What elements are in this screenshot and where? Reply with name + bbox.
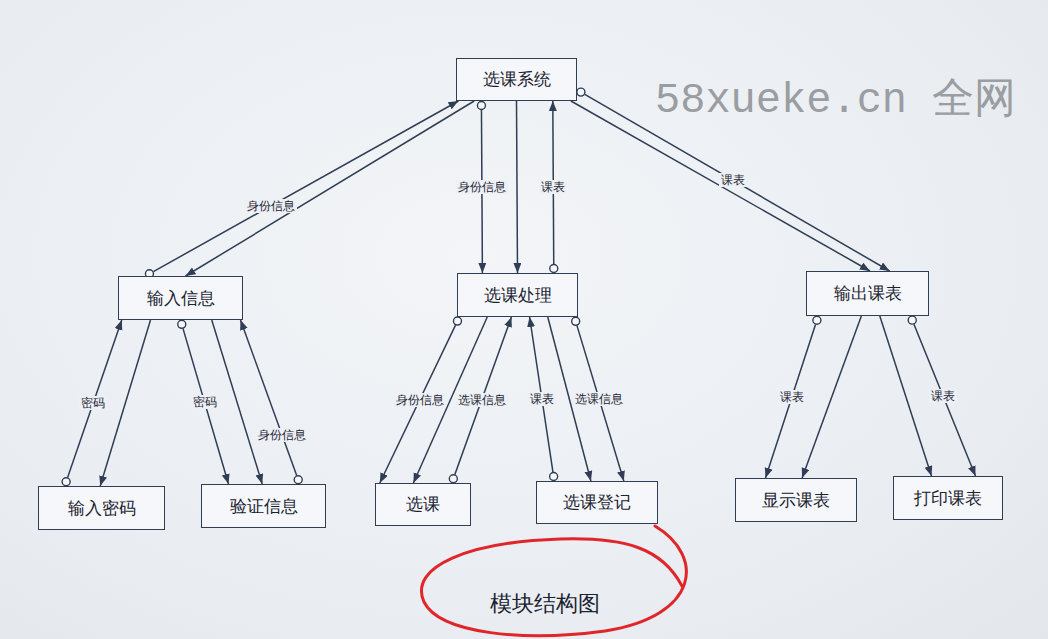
module-box: 选课 [375, 483, 471, 526]
module-box: 输入信息 [118, 276, 243, 320]
couple-label: 身份信息 [256, 428, 308, 442]
module-name: 选课 [406, 493, 440, 516]
module-name: 选课处理 [484, 284, 552, 307]
couple-label: 选课信息 [573, 392, 625, 406]
couple-tail [178, 320, 186, 328]
module-name: 验证信息 [230, 495, 298, 518]
call-line [571, 101, 870, 271]
call-line [517, 101, 518, 273]
module-box: 选课处理 [457, 273, 578, 317]
couple-tail [550, 473, 558, 481]
couple-label: 课表 [778, 390, 806, 404]
couple-label: 课表 [929, 389, 957, 403]
couple-tail [572, 317, 580, 325]
couple-label: 选课信息 [456, 393, 508, 407]
data-couple-arrow [455, 317, 512, 475]
couple-label: 身份信息 [456, 180, 508, 194]
data-couple-arrow [241, 320, 297, 476]
module-name: 选课系统 [483, 68, 551, 91]
data-couple-arrow [68, 320, 122, 477]
couple-tail [550, 265, 558, 273]
module-name: 输出课表 [834, 282, 902, 305]
couple-tail [62, 478, 70, 486]
module-box: 显示课表 [735, 478, 857, 522]
module-name: 输入信息 [147, 287, 215, 310]
couple-label: 课表 [528, 392, 556, 406]
data-couple-arrow [153, 101, 458, 272]
module-box: 验证信息 [201, 484, 326, 528]
couple-tail [908, 316, 916, 324]
figure-caption: 模块结构图 [490, 589, 600, 619]
module-name: 打印课表 [914, 487, 982, 510]
module-box: 打印课表 [893, 476, 1003, 520]
data-couple-arrow [914, 324, 976, 476]
module-name: 显示课表 [762, 489, 830, 512]
couple-tail [577, 88, 585, 96]
module-box: 输出课表 [806, 271, 929, 316]
data-couple-arrow [183, 329, 228, 484]
couple-tail [449, 475, 457, 483]
data-couple-arrow [766, 325, 816, 478]
module-box: 选课登记 [536, 481, 658, 524]
module-name: 选课登记 [563, 491, 631, 514]
couple-tail [477, 101, 485, 109]
call-line [880, 316, 932, 476]
couple-tail [453, 317, 461, 325]
call-line [212, 320, 263, 484]
couple-label: 课表 [539, 180, 567, 194]
data-couple-arrow [380, 325, 456, 483]
couple-label: 密码 [79, 396, 107, 410]
couple-tail [813, 316, 821, 324]
module-name: 输入密码 [68, 497, 136, 520]
couple-label: 课表 [719, 173, 747, 187]
watermark: 58xueke.cn 全网 [655, 70, 1016, 126]
couple-label: 身份信息 [245, 199, 297, 213]
call-line [186, 101, 475, 276]
module-box: 输入密码 [38, 486, 165, 530]
couple-label: 密码 [191, 395, 219, 409]
call-line [100, 320, 150, 486]
couple-label: 身份信息 [394, 393, 446, 407]
red-hand-circle [421, 526, 686, 636]
module-box: 选课系统 [456, 58, 577, 101]
couple-tail [294, 476, 302, 484]
